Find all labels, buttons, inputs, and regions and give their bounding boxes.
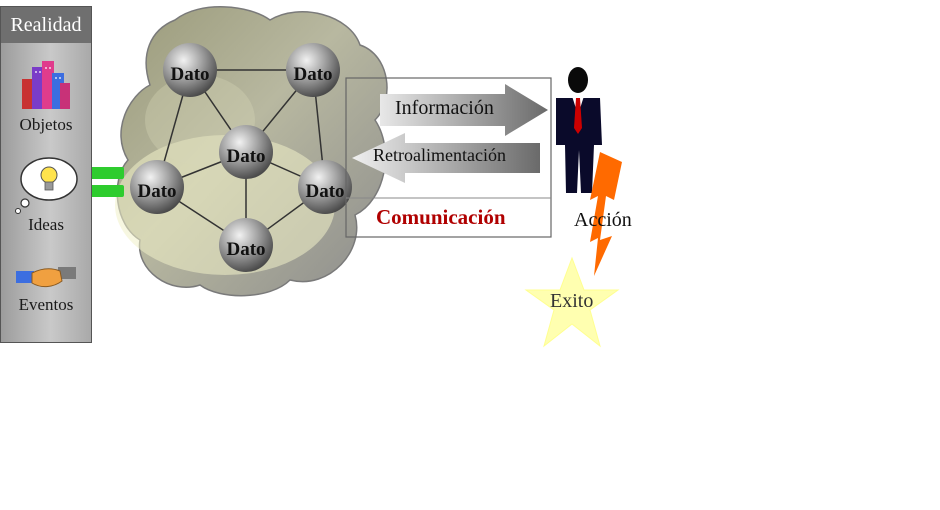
node-label: Dato — [137, 181, 176, 202]
lightning-bolt-icon — [590, 152, 622, 276]
equals-sign — [87, 167, 124, 197]
node-label: Dato — [170, 64, 209, 85]
communication-box — [345, 77, 552, 238]
panel-title: Realidad — [1, 7, 91, 43]
information-arrow — [380, 84, 548, 136]
businessman-icon — [556, 67, 602, 193]
node-label: Dato — [226, 239, 265, 260]
success-label: Exito — [550, 290, 594, 312]
feedback-arrow — [352, 133, 540, 183]
network-node: Dato — [163, 43, 217, 97]
lightbulb-thought-icon — [15, 157, 78, 214]
action-label: Acción — [574, 209, 632, 231]
panel-item-label: Objetos — [19, 115, 73, 134]
panel-item-label: Ideas — [28, 215, 64, 234]
node-label: Dato — [226, 146, 265, 167]
handshake-icon — [16, 267, 76, 288]
feedback-label: Retroalimentación — [373, 145, 506, 165]
node-label: Dato — [305, 181, 344, 202]
network-node: Dato — [298, 160, 352, 214]
network-node: Dato — [219, 125, 273, 179]
panel-item-events: Eventos — [1, 261, 91, 315]
information-label: Información — [395, 97, 494, 119]
network-node: Dato — [286, 43, 340, 97]
network-node: Dato — [219, 218, 273, 272]
communication-title: Comunicación — [376, 205, 506, 229]
reality-panel: Realidad Objetos Ideas — [0, 6, 92, 343]
panel-item-label: Eventos — [18, 295, 74, 314]
node-label: Dato — [293, 64, 332, 85]
panel-item-objects: Objetos — [1, 59, 91, 135]
buildings-icon — [22, 61, 70, 109]
success-star-icon — [524, 256, 620, 348]
network-node: Dato — [130, 160, 184, 214]
panel-item-ideas: Ideas — [1, 155, 91, 235]
